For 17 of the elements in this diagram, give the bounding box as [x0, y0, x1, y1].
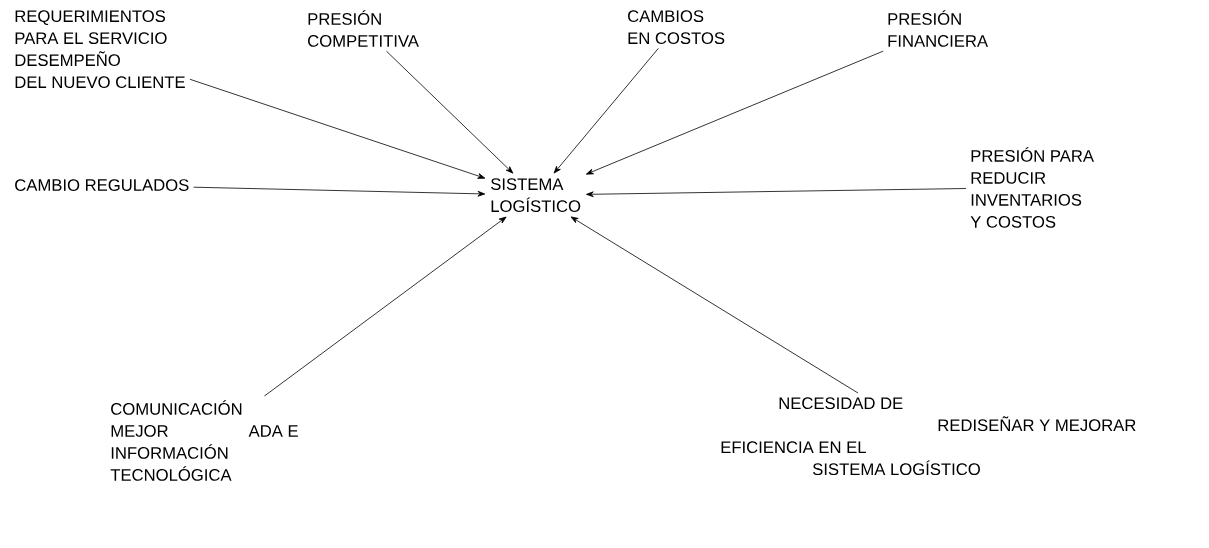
arrow	[570, 216, 859, 394]
factor-label: REQUERIMIENTOS PARA EL SERVICIO DESEMPEÑO DEL NUEVO CLIENTE	[15, 10, 185, 89]
arrow	[585, 50, 884, 175]
center-label: SISTEMA LOGÍSTICO	[491, 178, 581, 213]
factor-label: PRESIÓN FINANCIERA	[888, 10, 989, 47]
arrow	[386, 50, 514, 174]
arrow	[586, 188, 967, 198]
factor-label: CAMBIOS EN COSTOS	[628, 10, 725, 45]
factor-label: PRESIÓN PARA REDUCIR INVENTARIOS Y COSTOS	[970, 147, 1094, 228]
arrow	[189, 78, 486, 179]
arrow	[553, 47, 659, 174]
factor-label: PRESIÓN COMPETITIVA	[308, 10, 419, 47]
factor-label: CAMBIO REGULADOS	[15, 179, 189, 191]
factor-label: COMUNICACIÓN MEJOR ADA E INFORMACIÓN TECNOLÓGICA	[110, 400, 298, 481]
arrow	[193, 186, 486, 197]
arrow	[264, 216, 507, 397]
factor-label: NECESIDAD DE REDISEÑAR Y MEJORAR EFICIENCIA EN EL SISTEMA LOGÍSTICO	[721, 397, 1136, 476]
